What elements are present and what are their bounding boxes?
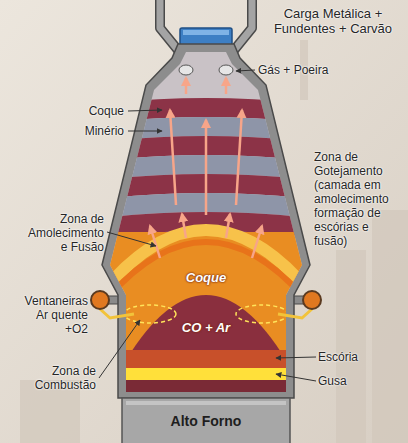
layer-label: Coque	[60, 104, 124, 118]
hopper-highlight	[183, 30, 229, 35]
plant-silhouette	[20, 40, 408, 443]
layer-label: Minério	[60, 124, 124, 138]
gas-outlet	[179, 65, 193, 75]
zone-label: Zona de Gotejamento (camada em amolecime…	[314, 150, 404, 248]
tuyere-label: Ventaneiras Ar quente +O2	[16, 294, 88, 336]
gas-outlet	[219, 65, 233, 75]
leader-lines	[99, 70, 316, 381]
furnace-burden	[96, 40, 316, 400]
output-label: Gás + Poeira	[258, 63, 358, 77]
layer-label: Gusa	[318, 374, 398, 388]
base-highlight	[126, 401, 286, 405]
layer-label: Escória	[318, 350, 398, 364]
charging-hopper	[180, 28, 232, 45]
zone-label: Zona de Amolecimento e Fusão	[22, 212, 104, 254]
zone-label: CO + Ar	[166, 321, 246, 335]
gas-flow-arrows	[150, 78, 262, 258]
furnace-label: Alto Forno	[122, 413, 290, 429]
tuyere	[91, 291, 321, 318]
zone-label: Coque	[168, 271, 244, 285]
zone-label: Zona de Combustão	[30, 364, 96, 392]
input-label: Carga Metálica + Fundentes + Carvão	[262, 6, 404, 36]
furnace-base	[122, 398, 290, 443]
